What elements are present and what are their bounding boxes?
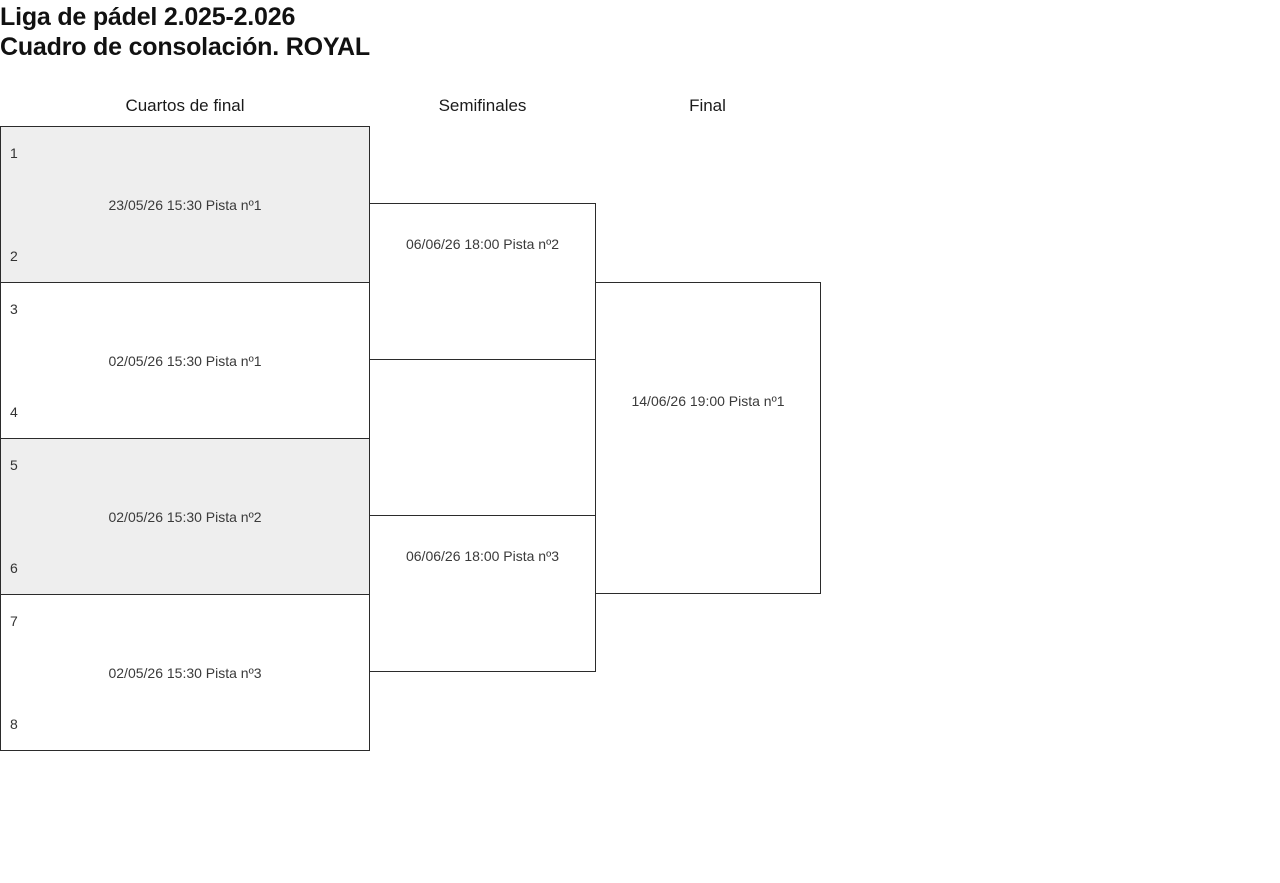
round-header-final: Final (689, 96, 726, 115)
seed-slot-top: 7 (10, 613, 18, 629)
match-box-final[interactable]: 14/06/26 19:00 Pista nº1 (595, 282, 821, 594)
match-schedule: 02/05/26 15:30 Pista nº3 (108, 665, 262, 681)
match-schedule: 06/06/26 18:00 Pista nº3 (405, 548, 559, 564)
seed-slot-bottom: 2 (10, 248, 18, 264)
round-header-semifinals: Semifinales (438, 96, 527, 115)
match-box-semifinal-1[interactable]: 06/06/26 18:00 Pista nº2 (369, 203, 596, 360)
match-box-quarterfinal-4[interactable]: 7 02/05/26 15:30 Pista nº3 8 (0, 594, 370, 751)
match-schedule: 02/05/26 15:30 Pista nº1 (108, 353, 262, 369)
match-schedule: 06/06/26 18:00 Pista nº2 (405, 236, 559, 252)
match-box-quarterfinal-2[interactable]: 3 02/05/26 15:30 Pista nº1 4 (0, 282, 370, 439)
match-box-quarterfinal-1[interactable]: 1 23/05/26 15:30 Pista nº1 2 (0, 126, 370, 283)
tournament-title-line-1: Liga de pádel 2.025-2.026 (0, 3, 296, 31)
page-title: Liga de pádel 2.025-2.026 Cuadro de cons… (0, 2, 900, 62)
seed-slot-top: 1 (10, 145, 18, 161)
seed-slot-top: 3 (10, 301, 18, 317)
seed-slot-bottom: 6 (10, 560, 18, 576)
match-box-quarterfinal-3[interactable]: 5 02/05/26 15:30 Pista nº2 6 (0, 438, 370, 595)
match-schedule: 14/06/26 19:00 Pista nº1 (631, 393, 785, 409)
seed-slot-top: 5 (10, 457, 18, 473)
match-schedule: 02/05/26 15:30 Pista nº2 (108, 509, 262, 525)
match-box-semifinal-2[interactable]: 06/06/26 18:00 Pista nº3 (369, 515, 596, 672)
round-header-quarterfinals: Cuartos de final (125, 96, 245, 115)
tournament-title-line-2: Cuadro de consolación. ROYAL (0, 33, 370, 61)
match-schedule: 23/05/26 15:30 Pista nº1 (108, 197, 262, 213)
seed-slot-bottom: 4 (10, 404, 18, 420)
seed-slot-bottom: 8 (10, 716, 18, 732)
